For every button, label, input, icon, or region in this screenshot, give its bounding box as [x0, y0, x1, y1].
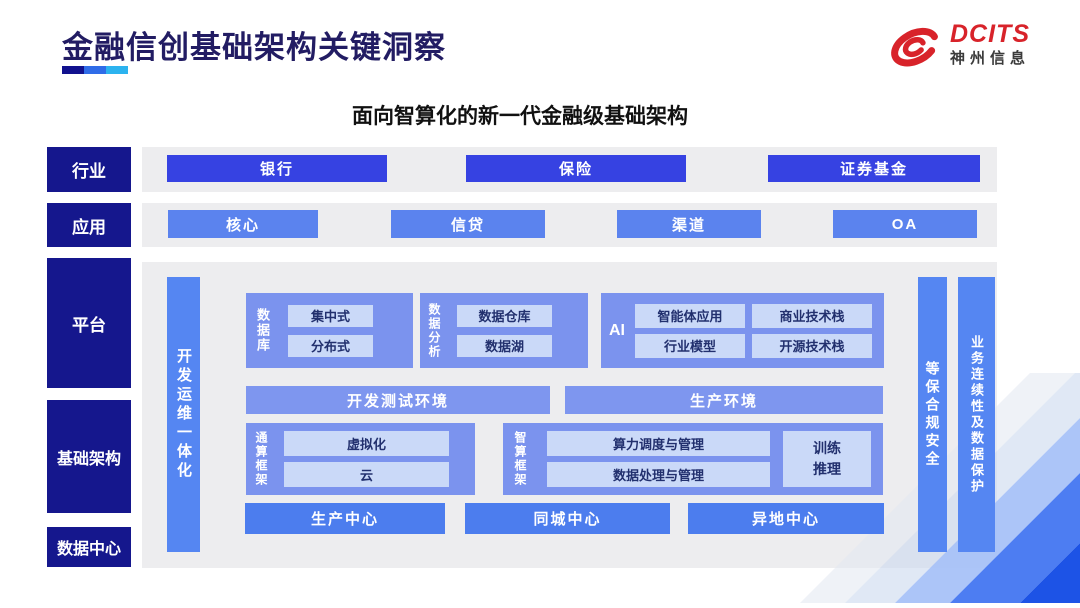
ai-section: AI 智能体应用 商业技术栈 行业模型 开源技术栈: [601, 293, 884, 368]
datacenter-same-city: 同城中心: [465, 503, 670, 534]
general-compute-section: 通算框架 虚拟化 云: [246, 423, 475, 495]
ai-item-commercial-stack: 商业技术栈: [752, 303, 872, 328]
row-label-infrastructure: 基础架构: [47, 400, 131, 513]
dcits-logo-swirl-icon: [884, 18, 946, 81]
title-underline-segment-3: [106, 66, 128, 74]
intelligent-compute-item-data-mgmt: 数据处理与管理: [547, 462, 770, 487]
ai-item-agent-apps: 智能体应用: [635, 303, 745, 328]
intelligent-compute-item-scheduling: 算力调度与管理: [547, 431, 770, 456]
database-section-label: 数据库: [255, 308, 270, 353]
dcits-logo: DCITS 神州信息: [884, 16, 1044, 82]
application-item-oa: OA: [833, 210, 977, 238]
row-label-application: 应用: [47, 203, 131, 247]
pillar-business-continuity: 业务连续性及数据保护: [958, 277, 995, 552]
page-title: 金融信创基础架构关键洞察: [62, 30, 446, 65]
application-item-core: 核心: [168, 210, 318, 238]
pillar-devops: 开发运维一体化: [167, 277, 200, 552]
ai-item-industry-model: 行业模型: [635, 333, 745, 358]
industry-item-securities: 证券基金: [768, 155, 980, 182]
intelligent-compute-item-train-infer: 训练推理: [783, 431, 871, 487]
row-label-platform: 平台: [47, 258, 131, 388]
application-item-credit: 信贷: [391, 210, 545, 238]
database-item-distributed: 分布式: [288, 334, 373, 357]
analytics-item-datalake: 数据湖: [457, 334, 552, 357]
environment-production: 生产环境: [565, 386, 883, 414]
intelligent-compute-section: 智算框架 算力调度与管理 数据处理与管理 训练推理: [503, 423, 883, 495]
analytics-section-label: 数据分析: [427, 302, 441, 359]
database-section: 数据库 集中式 分布式: [246, 293, 413, 368]
analytics-item-warehouse: 数据仓库: [457, 304, 552, 327]
diagram-title: 面向智算化的新一代金融级基础架构: [352, 105, 688, 128]
environment-dev-test: 开发测试环境: [246, 386, 550, 414]
general-compute-item-cloud: 云: [284, 462, 449, 487]
industry-item-bank: 银行: [167, 155, 387, 182]
title-underline-segment-1: [62, 66, 84, 74]
ai-section-label: AI: [609, 321, 625, 339]
industry-item-insurance: 保险: [466, 155, 686, 182]
row-label-datacenter: 数据中心: [47, 527, 131, 567]
row-label-industry: 行业: [47, 147, 131, 192]
title-underline-segment-2: [84, 66, 106, 74]
pillar-compliance-security: 等保合规安全: [918, 277, 947, 552]
logo-company-text: 神州信息: [950, 50, 1031, 67]
general-compute-label: 通算框架: [254, 431, 268, 487]
ai-item-opensource-stack: 开源技术栈: [752, 333, 872, 358]
application-item-channel: 渠道: [617, 210, 761, 238]
general-compute-item-virtualization: 虚拟化: [284, 431, 449, 456]
analytics-section: 数据分析 数据仓库 数据湖: [420, 293, 588, 368]
datacenter-remote: 异地中心: [688, 503, 884, 534]
database-item-centralized: 集中式: [288, 304, 373, 327]
datacenter-production: 生产中心: [245, 503, 445, 534]
logo-brand-text: DCITS: [950, 20, 1030, 48]
intelligent-compute-label: 智算框架: [513, 431, 527, 487]
